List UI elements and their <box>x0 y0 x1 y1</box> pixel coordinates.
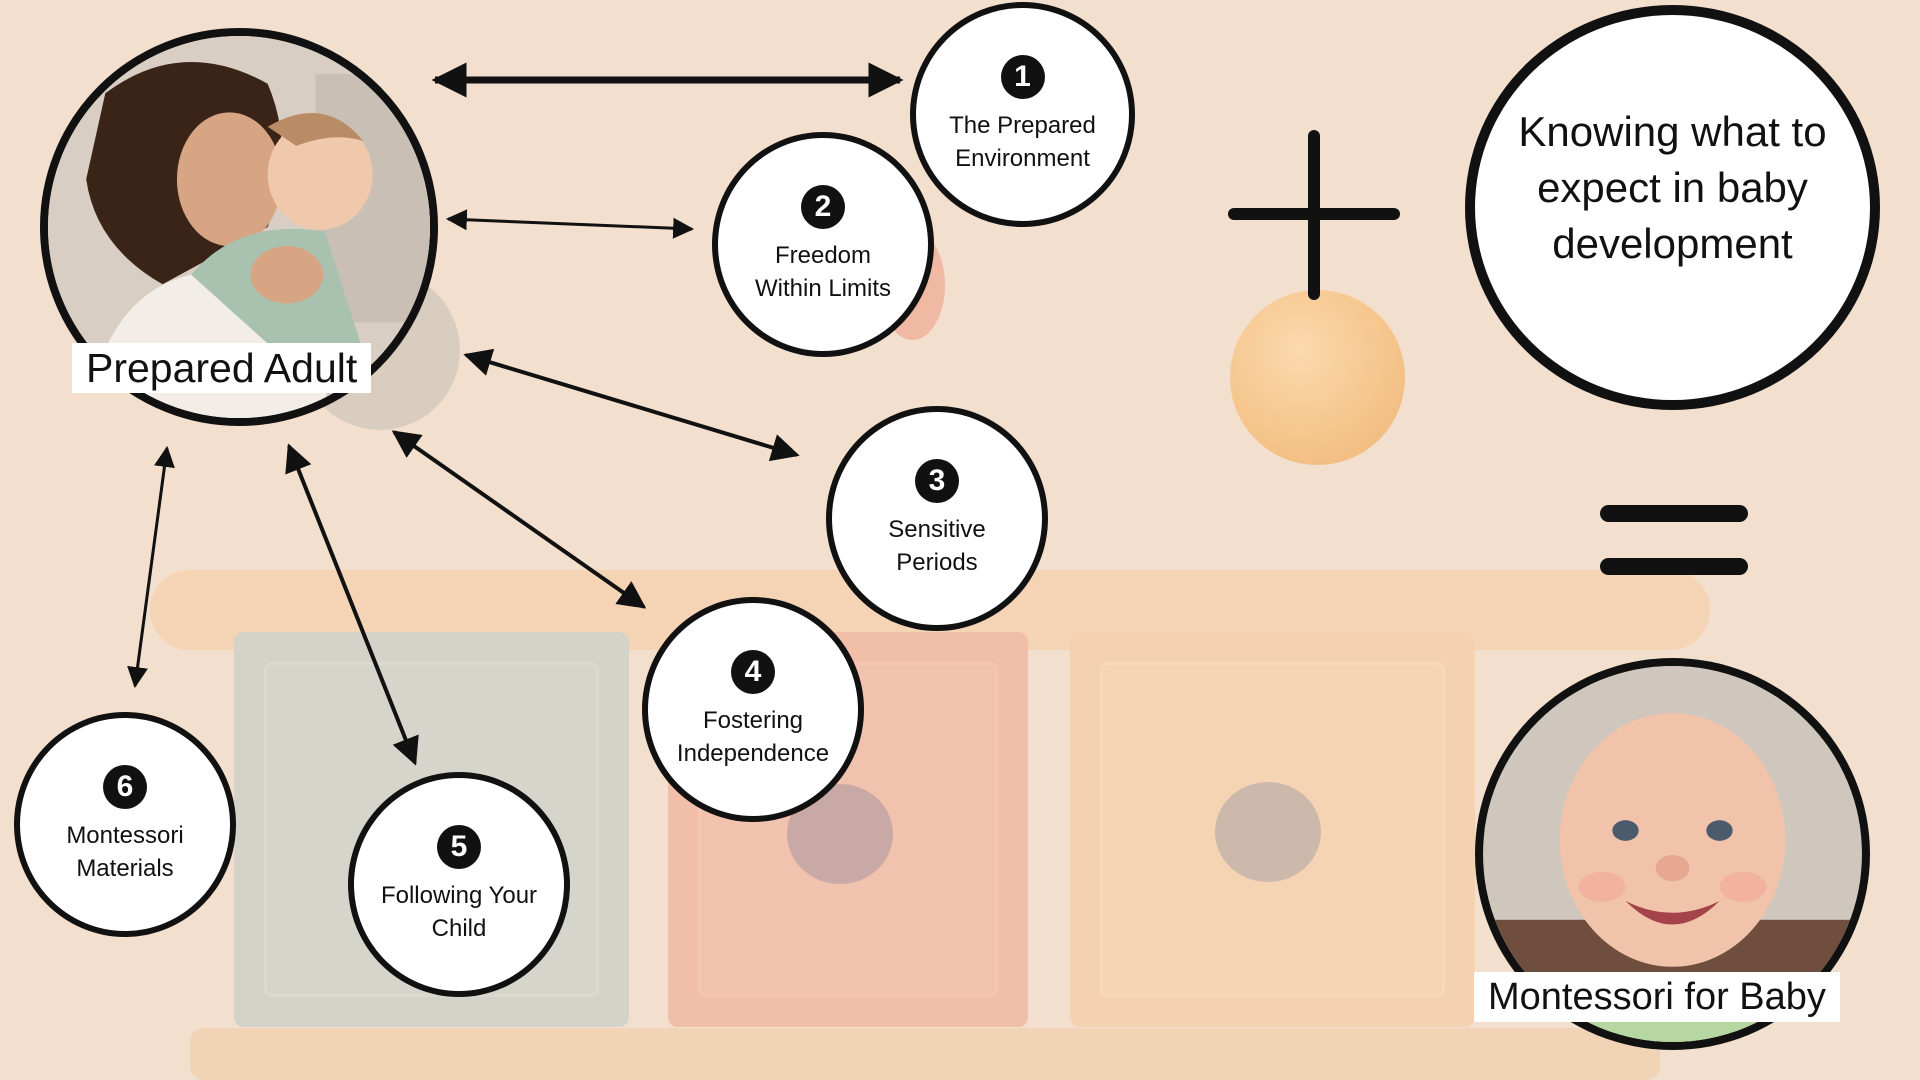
background-drawer-peach <box>1070 632 1475 1027</box>
principle-label: The Prepared Environment <box>949 111 1096 172</box>
background-shelf-base <box>190 1028 1660 1080</box>
number-badge: 4 <box>731 649 775 694</box>
prepared-adult-label: Prepared Adult <box>72 343 372 393</box>
plus-icon-bar <box>1228 208 1400 220</box>
montessori-for-baby-label: Montessori for Baby <box>1474 972 1840 1022</box>
goal-text: Knowing what to expect in baby developme… <box>1518 107 1827 267</box>
principle-node-5: 5 Following Your Child <box>348 772 570 997</box>
principle-node-1: 1 The Prepared Environment <box>910 2 1135 227</box>
principle-node-4: 4 Fostering Independence <box>642 597 864 822</box>
principle-node-6: 6 Montessori Materials <box>14 712 236 937</box>
number-badge: 5 <box>437 824 481 869</box>
number-badge: 2 <box>801 184 845 229</box>
goal-circle: Knowing what to expect in baby developme… <box>1465 5 1880 410</box>
double-arrow-icon <box>127 445 175 689</box>
double-arrow-icon <box>445 209 695 239</box>
number-badge: 3 <box>915 458 959 503</box>
double-arrow-icon <box>391 430 647 609</box>
principle-label: Montessori Materials <box>66 821 184 882</box>
principle-label: Freedom Within Limits <box>754 241 892 302</box>
background-ball-orange <box>1230 290 1405 465</box>
principle-label: Sensitive Periods <box>888 515 986 576</box>
equals-icon-bar <box>1600 558 1748 575</box>
number-badge: 1 <box>1000 54 1045 99</box>
principle-node-2: 2 Freedom Within Limits <box>712 132 934 357</box>
principle-label: Following Your Child <box>380 881 538 942</box>
double-arrow-icon <box>285 443 419 766</box>
number-badge: 6 <box>103 764 147 809</box>
principle-label: Fostering Independence <box>676 706 830 767</box>
principle-node-3: 3 Sensitive Periods <box>826 406 1048 631</box>
equals-icon <box>1600 505 1748 522</box>
double-arrow-icon <box>463 348 800 462</box>
drawer-knob <box>1215 782 1321 882</box>
